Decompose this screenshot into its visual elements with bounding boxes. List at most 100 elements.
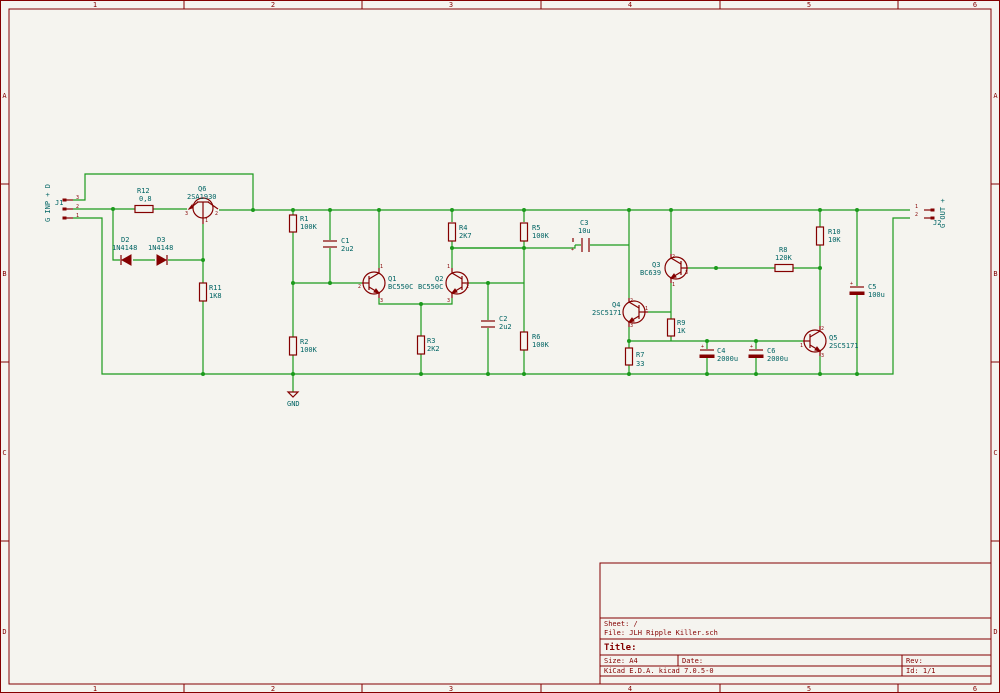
- j2-value: G OUT +: [939, 198, 947, 228]
- svg-text:+: +: [750, 344, 753, 350]
- col-label-top: 4: [628, 1, 632, 9]
- c1-value: 2u2: [341, 245, 354, 253]
- q5-ref: Q5: [829, 334, 837, 342]
- transistor-q4[interactable]: 1 2 3 Q4 2SC5171: [592, 298, 648, 329]
- diode-d2[interactable]: D2 1N4148: [112, 236, 137, 266]
- resistor-r12[interactable]: R12 0,8: [134, 187, 154, 214]
- r2-ref: R2: [300, 338, 308, 346]
- capacitor-c1[interactable]: C1 2u2: [323, 237, 354, 253]
- row-label-left: A: [2, 92, 7, 100]
- tb-rev: Rev:: [906, 657, 923, 665]
- resistor-r11[interactable]: R11 1K8: [198, 282, 222, 302]
- svg-text:2: 2: [630, 298, 633, 304]
- svg-text:3: 3: [685, 270, 688, 276]
- r6-value: 100K: [532, 341, 550, 349]
- r4-ref: R4: [459, 224, 467, 232]
- capacitor-c4[interactable]: + C4 2000u: [699, 344, 738, 363]
- j1-pin-label: 3: [76, 195, 79, 201]
- diode-d3[interactable]: D3 1N4148: [148, 236, 173, 266]
- r10-value: 10K: [828, 236, 841, 244]
- r2-value: 100K: [300, 346, 318, 354]
- capacitor-c2[interactable]: C2 2u2: [481, 315, 512, 331]
- j1-ref: J1: [55, 199, 63, 207]
- row-label-right: C: [993, 449, 997, 457]
- tb-date: Date:: [682, 657, 703, 665]
- resistor-r3[interactable]: R3 2K2: [416, 335, 440, 355]
- row-label-left: B: [2, 270, 6, 278]
- r3-value: 2K2: [427, 345, 440, 353]
- c4-value: 2000u: [717, 355, 738, 363]
- transistor-q3[interactable]: 3 2 1 Q3 BC639: [640, 254, 688, 288]
- connector-j1[interactable]: 3 2 1 J1 G INP + D: [44, 184, 79, 222]
- resistor-r4[interactable]: R4 2K7: [447, 222, 472, 242]
- svg-text:+: +: [571, 247, 574, 253]
- j2-ref: J2: [933, 219, 941, 227]
- r12-value: 0,8: [139, 195, 152, 203]
- c3-value: 10u: [578, 227, 591, 235]
- q6-value: 2SA1930: [187, 193, 217, 201]
- q6-ref: Q6: [198, 185, 206, 193]
- svg-text:3: 3: [630, 323, 633, 329]
- svg-text:2: 2: [358, 284, 361, 290]
- c4-ref: C4: [717, 347, 725, 355]
- transistor-q2[interactable]: 2 1 3 Q2 BC550C: [418, 264, 469, 304]
- svg-text:2: 2: [215, 211, 218, 217]
- svg-text:2: 2: [672, 254, 675, 260]
- row-label-left: C: [2, 449, 6, 457]
- c6-value: 2000u: [767, 355, 788, 363]
- col-label-bottom: 5: [807, 685, 811, 693]
- j1-pin-label: 1: [76, 213, 79, 219]
- resistor-r2[interactable]: R2 100K: [288, 336, 318, 356]
- tb-id: Id: 1/1: [906, 667, 936, 675]
- column-labels: 1 2 3 4 5 6 1 2 3 4 5 6: [93, 1, 977, 693]
- col-label-bottom: 2: [271, 685, 275, 693]
- svg-text:1: 1: [380, 264, 383, 270]
- j1-value: G INP + D: [44, 184, 52, 222]
- resistor-r8[interactable]: R8 120K: [774, 246, 794, 273]
- transistor-q6[interactable]: 3 2 1 Q6 2SA1930: [185, 185, 219, 224]
- svg-text:1: 1: [645, 306, 648, 312]
- resistor-r6[interactable]: R6 100K: [519, 331, 550, 351]
- svg-text:1: 1: [205, 218, 208, 224]
- r4-value: 2K7: [459, 232, 472, 240]
- resistor-r9[interactable]: R9 1K: [666, 318, 687, 337]
- transistor-q5[interactable]: 1 2 3 Q5 2SC5171: [800, 326, 859, 359]
- svg-text:2: 2: [821, 326, 824, 332]
- capacitor-c6[interactable]: + C6 2000u: [748, 344, 788, 363]
- tb-size: Size: A4: [604, 657, 638, 665]
- c6-ref: C6: [767, 347, 775, 355]
- c5-value: 100u: [868, 291, 885, 299]
- resistor-r5[interactable]: R5 100K: [519, 222, 550, 242]
- q2-value: BC550C: [418, 283, 443, 291]
- r9-value: 1K: [677, 327, 686, 335]
- q2-ref: Q2: [435, 275, 443, 283]
- svg-text:3: 3: [185, 211, 188, 217]
- svg-text:1: 1: [447, 264, 450, 270]
- resistor-r10[interactable]: R10 10K: [815, 226, 842, 246]
- c2-value: 2u2: [499, 323, 512, 331]
- r12-ref: R12: [137, 187, 150, 195]
- capacitor-c5[interactable]: + C5 100u: [849, 281, 885, 299]
- svg-text:+: +: [850, 281, 853, 287]
- r1-ref: R1: [300, 215, 308, 223]
- col-label-bottom: 4: [628, 685, 632, 693]
- connector-j2[interactable]: 1 2 J2 G OUT +: [915, 198, 947, 228]
- capacitor-c3[interactable]: + C3 10u: [571, 219, 591, 253]
- svg-text:3: 3: [447, 298, 450, 304]
- svg-text:2: 2: [466, 284, 469, 290]
- r5-ref: R5: [532, 224, 540, 232]
- c2-ref: C2: [499, 315, 507, 323]
- row-labels: A B C D A B C D: [2, 92, 998, 636]
- r9-ref: R9: [677, 319, 685, 327]
- junctions: [111, 207, 859, 376]
- tb-sheet: Sheet: /: [604, 620, 638, 628]
- gnd-symbol: GND: [286, 391, 300, 408]
- resistor-r1[interactable]: R1 100K: [288, 214, 318, 233]
- row-label-right: A: [993, 92, 998, 100]
- row-label-right: B: [993, 270, 997, 278]
- r6-ref: R6: [532, 333, 540, 341]
- resistor-r7[interactable]: R7 33: [624, 347, 645, 368]
- transistor-q1[interactable]: 2 1 3 Q1 BC550C: [358, 264, 413, 304]
- d2-ref: D2: [121, 236, 129, 244]
